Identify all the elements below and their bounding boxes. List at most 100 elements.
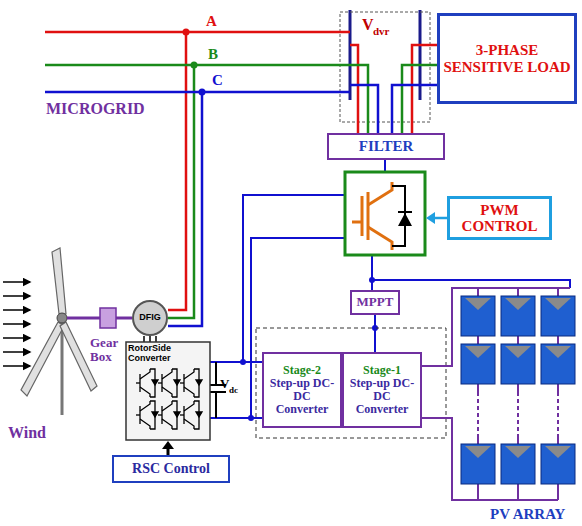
- igbt-symbol: [136, 414, 140, 415]
- text-stack: DFIG: [139, 313, 161, 323]
- part-label: PV ARRAY: [490, 506, 565, 523]
- bus-bar: [349, 10, 352, 100]
- converter-box: Stage-2Step-up DC-DC Converter: [262, 352, 342, 428]
- pwm-arrow: [426, 212, 435, 224]
- node-text: FILTER: [359, 138, 413, 155]
- pv-module: [541, 296, 575, 336]
- rotor-side-converter: [126, 342, 210, 440]
- filter-box: FILTER: [327, 133, 445, 160]
- rotor-wire: [155, 336, 157, 342]
- wind-arrow: [3, 295, 30, 297]
- pv-module: [501, 344, 535, 384]
- node-text: MPPT: [357, 295, 394, 309]
- phase-b-wire: [402, 65, 437, 133]
- rotor-wire: [144, 336, 156, 342]
- node-text: Step-up DC-DC Converter: [346, 377, 418, 417]
- igbt-symbol: [196, 412, 202, 417]
- dc-wire: [371, 255, 373, 290]
- phase-c-wire: [45, 85, 437, 326]
- bus-bar: [350, 10, 420, 100]
- phase-label: B: [208, 46, 218, 63]
- rotor-wire: [149, 336, 151, 342]
- pv-module: [465, 298, 491, 310]
- wind-arrow: [3, 309, 30, 311]
- pv-module: [545, 346, 571, 358]
- igbt-symbol: [158, 414, 162, 415]
- generator-circle: DFIG: [132, 300, 168, 336]
- igbt-symbol: [174, 412, 180, 417]
- gear-box: [67, 317, 100, 320]
- phase-b-wire: [168, 65, 194, 318]
- phase-b-wire: [350, 65, 368, 133]
- control-arrow: [162, 441, 174, 449]
- text-stack: PWM CONTROL: [452, 202, 547, 235]
- diode-symbol: [398, 213, 412, 226]
- igbt-symbol: [162, 419, 172, 429]
- pv-module: [545, 298, 571, 310]
- control-arrow: [162, 441, 174, 455]
- connector: [374, 315, 376, 352]
- control-arrow: [167, 448, 170, 455]
- voltage-label: V: [362, 16, 374, 34]
- junction-dot: [248, 415, 254, 421]
- dc-wire: [210, 361, 262, 363]
- grid-label: MICROGRID: [46, 100, 145, 118]
- voltage-subscript: dvr: [373, 25, 390, 37]
- text-stack: Stage-2Step-up DC-DC Converter: [266, 364, 338, 417]
- phase-a-wire: [45, 32, 437, 310]
- pv-module: [517, 392, 519, 436]
- node-text: Stage-2: [266, 364, 338, 377]
- phase-c-wire: [392, 85, 437, 133]
- igbt-symbol: [136, 382, 140, 383]
- pv-module: [505, 446, 531, 458]
- junction-dot: [199, 89, 206, 96]
- rotor-wire: [143, 336, 145, 342]
- igbt-symbol: [174, 380, 180, 385]
- igbt-symbol: [140, 369, 150, 379]
- phase-c-wire: [168, 92, 202, 326]
- igbt-symbol: [398, 211, 412, 213]
- converter-box: Stage-1Step-up DC-DC Converter: [342, 352, 422, 428]
- junction-dot: [369, 277, 375, 283]
- dc-wire: [384, 160, 386, 172]
- text-stack: Stage-1Step-up DC-DC Converter: [346, 364, 418, 417]
- turbine-hub: [57, 313, 67, 323]
- converter-group: [256, 328, 446, 438]
- igbt-symbol: [196, 380, 202, 385]
- igbt-symbol: [140, 401, 150, 411]
- igbt-symbol: [184, 369, 194, 379]
- pwm-arrow: [426, 212, 447, 224]
- dc-wire: [210, 417, 262, 419]
- part-label: RotorSide Converter: [128, 344, 190, 364]
- turbine-tower: [61, 322, 64, 415]
- pwm-arrow: [434, 217, 447, 220]
- text-stack: 3-PHASE SENSITIVE LOAD: [442, 42, 572, 75]
- pv-module: [541, 344, 575, 384]
- wind-arrow: [3, 337, 30, 339]
- igbt-symbol: [361, 196, 364, 236]
- phase-label: A: [206, 13, 217, 30]
- dc-wire: [243, 195, 345, 362]
- phase-c-wire: [45, 91, 350, 94]
- pv-module: [465, 446, 491, 458]
- phase-a-wire: [45, 31, 350, 34]
- part-label: Wind: [8, 424, 46, 442]
- mppt-box: MPPT: [350, 290, 400, 315]
- pv-module: [461, 344, 495, 384]
- bus-bar: [419, 10, 422, 100]
- igbt-symbol: [184, 387, 194, 397]
- igbt-symbol: [136, 369, 202, 429]
- node-text: PWM CONTROL: [452, 202, 547, 235]
- phase-c-wire: [350, 85, 378, 133]
- igbt-symbol: [152, 412, 158, 417]
- wind-arrow: [3, 365, 30, 367]
- pv-module: [557, 392, 559, 436]
- junction-dot: [191, 62, 198, 69]
- phase-a-wire: [350, 45, 358, 133]
- pv-module: [541, 444, 575, 484]
- igbt-symbol: [367, 192, 370, 240]
- text-stack: FILTER: [359, 138, 413, 155]
- igbt-symbol: [152, 380, 158, 385]
